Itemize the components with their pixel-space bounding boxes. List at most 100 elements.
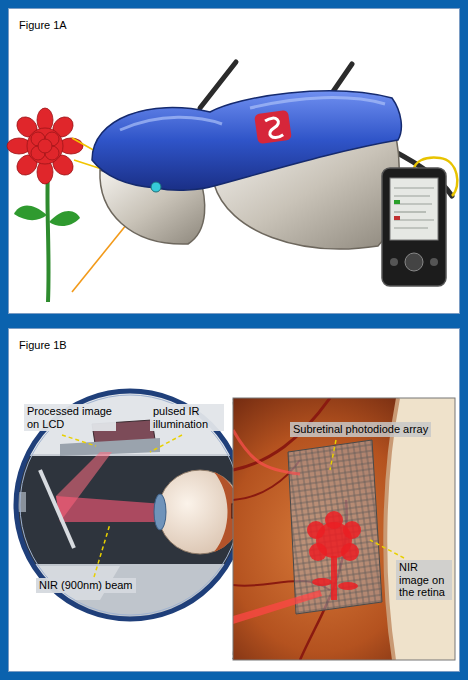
illustration-part <box>72 188 156 292</box>
illustration-part <box>382 168 446 286</box>
illustration-part <box>100 170 205 244</box>
illustration-part <box>307 511 361 600</box>
illustration-part <box>385 398 455 660</box>
illustration-part <box>316 522 352 558</box>
illustration-part <box>394 219 434 220</box>
illustration-part <box>16 391 244 619</box>
goggle-cross-section <box>14 388 248 624</box>
pocket-computer <box>382 158 457 286</box>
illustration-part <box>45 132 59 146</box>
illustration-part <box>233 590 322 624</box>
light-rays <box>72 138 156 292</box>
illustration-part <box>120 117 222 130</box>
illustration-part <box>49 113 77 141</box>
illustration-part <box>394 227 428 228</box>
illustration-part <box>31 146 45 160</box>
illustration-part <box>233 399 241 504</box>
illustration-part <box>14 492 26 512</box>
callout-label: NIR image on the retina <box>396 560 452 600</box>
illustration-part <box>200 62 236 108</box>
illustration-part <box>59 138 83 154</box>
illustration-part <box>390 178 438 240</box>
illustration-part <box>94 524 110 577</box>
illustration-part <box>300 500 347 660</box>
illustration-part <box>151 182 161 192</box>
illustration-part <box>330 64 352 96</box>
illustration-part <box>37 160 53 184</box>
illustration-part <box>414 158 457 196</box>
illustration-part <box>7 138 31 154</box>
illustration-part <box>13 151 41 179</box>
illustration-part <box>341 543 359 561</box>
illustration-part <box>233 581 330 590</box>
illustration-part <box>62 435 96 446</box>
illustration-part <box>233 398 455 660</box>
illustration-part <box>38 139 52 153</box>
zoom-lines <box>233 399 241 659</box>
illustration-part <box>31 132 45 146</box>
illustration-part <box>232 504 241 518</box>
illustration-part <box>158 470 242 554</box>
figure-panel: Figure 1A <box>8 8 460 314</box>
illustration-part <box>370 540 404 558</box>
illustration-part <box>405 253 423 271</box>
illustration-part <box>14 205 47 220</box>
illustration-part <box>394 216 400 220</box>
illustration-part <box>330 440 336 470</box>
illustration-part <box>45 146 59 160</box>
illustration-part <box>14 564 248 624</box>
illustration-part <box>394 211 426 212</box>
illustration-part <box>338 582 358 590</box>
illustration-part <box>214 136 399 249</box>
illustration-part <box>40 470 74 548</box>
illustration-part <box>307 521 325 539</box>
illustration-part <box>325 511 343 529</box>
illustration-part <box>154 494 166 530</box>
illustration-part <box>72 138 154 184</box>
illustration-part <box>56 496 164 522</box>
illustration-part <box>13 113 41 141</box>
callout-label: NIR (900nm) beam <box>36 578 136 593</box>
figure-panel: Figure 1B <box>8 328 460 672</box>
illustration-part <box>150 435 182 452</box>
illustration-part <box>343 521 361 539</box>
illustration-part <box>394 203 432 204</box>
illustration-part <box>27 128 63 164</box>
illustration-part <box>56 452 112 522</box>
illustration-part <box>37 108 53 132</box>
illustration-part <box>49 211 80 226</box>
goggles <box>92 62 452 249</box>
leader-lines <box>62 435 404 577</box>
illustration-part <box>7 108 83 184</box>
illustration-part <box>288 440 382 614</box>
illustration-part <box>394 195 430 196</box>
illustration-part <box>92 91 401 190</box>
callout-label: Processed image on LCD <box>24 404 116 431</box>
illustration-part <box>233 518 241 659</box>
callout-label: pulsed IR illumination <box>150 404 224 431</box>
illustration-part <box>331 556 337 600</box>
illustration-part <box>312 578 332 586</box>
illustration-part <box>233 460 300 500</box>
panel-heading: Figure 1B <box>19 339 67 352</box>
retina-inset <box>233 398 455 660</box>
callout-label: Subretinal photodiode array <box>290 422 431 437</box>
inset-frame <box>233 398 455 660</box>
illustration-part <box>430 258 438 266</box>
illustration-part <box>254 110 292 144</box>
illustration-part <box>74 160 154 186</box>
illustration-part <box>49 151 77 179</box>
illustration-part <box>392 150 452 196</box>
illustration-part <box>265 117 284 139</box>
section-outline <box>20 395 240 615</box>
flower <box>7 108 83 302</box>
illustration-part <box>214 472 240 552</box>
illustration-part <box>394 188 434 228</box>
illustration-part <box>47 170 48 302</box>
illustration-part <box>14 388 248 454</box>
panel-heading: Figure 1A <box>19 19 67 32</box>
illustration-part <box>250 98 385 108</box>
section-outline <box>16 391 244 619</box>
